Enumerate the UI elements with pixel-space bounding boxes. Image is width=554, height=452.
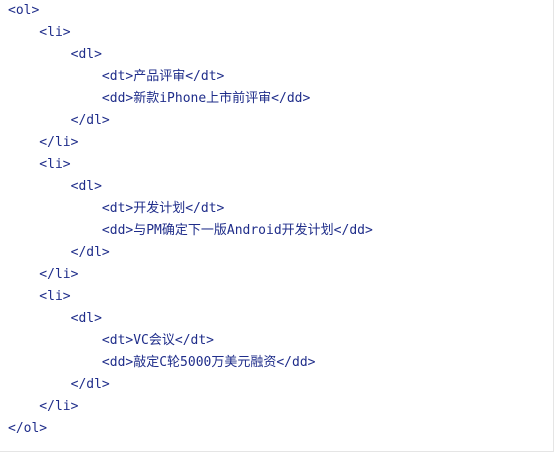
code-line: </dl>: [8, 377, 110, 392]
code-line: </ol>: [8, 421, 48, 436]
code-line: <li>: [8, 289, 71, 304]
code-line: </dl>: [8, 245, 110, 260]
code-line: <dl>: [8, 47, 102, 62]
code-line: <dd>敲定C轮5000万美元融资</dd>: [8, 355, 316, 370]
code-line: </li>: [8, 135, 79, 150]
code-line: </li>: [8, 399, 79, 414]
code-line: <li>: [8, 25, 71, 40]
code-line: <dd>新款iPhone上市前评审</dd>: [8, 91, 311, 106]
code-line: <ol>: [8, 3, 40, 18]
code-line: <dd>与PM确定下一版Android开发计划</dd>: [8, 223, 373, 238]
code-line: </dl>: [8, 113, 110, 128]
code-line: <dl>: [8, 311, 102, 326]
code-line: <li>: [8, 157, 71, 172]
code-line: <dt>VC会议</dt>: [8, 333, 215, 348]
code-line: <dt>开发计划</dt>: [8, 201, 225, 216]
code-line: </li>: [8, 267, 79, 282]
code-line: <dt>产品评审</dt>: [8, 69, 225, 84]
code-line: <dl>: [8, 179, 102, 194]
